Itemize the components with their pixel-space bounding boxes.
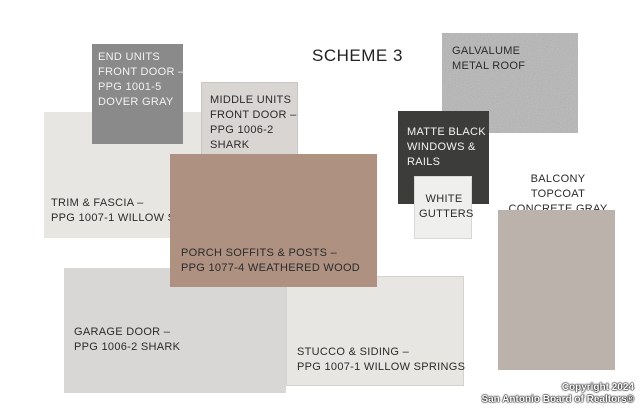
label-galvalume-roof: GALVALUME METAL ROOF: [452, 45, 526, 72]
swatch-white-gutters: [414, 176, 472, 239]
swatch-stucco-siding: [286, 276, 464, 386]
label-middle-units-door: MIDDLE UNITS FRONT DOOR – PPG 1006-2 SHA…: [210, 94, 297, 151]
label-matte-black: MATTE BLACK WINDOWS & RAILS: [407, 126, 486, 168]
label-porch-soffits: PORCH SOFFITS & POSTS – PPG 1077-4 WEATH…: [181, 247, 361, 274]
scheme-title: SCHEME 3: [312, 46, 403, 65]
swatch-end-units-door: [92, 44, 183, 144]
swatch-garage-door: [64, 268, 286, 393]
label-white-gutters: WHITE GUTTERS: [419, 193, 474, 220]
label-garage-door: GARAGE DOOR – PPG 1006-2 SHARK: [74, 326, 181, 353]
swatch-porch-soffits: [170, 154, 377, 287]
label-stucco-siding: STUCCO & SIDING – PPG 1007-1 WILLOW SPRI…: [297, 346, 466, 373]
copyright-watermark: Copyright 2024 San Antonio Board of Real…: [481, 382, 634, 405]
swatch-balcony-topcoat: [498, 210, 615, 370]
label-end-units-door: END UNITS FRONT DOOR – PPG 1001-5 DOVER …: [98, 51, 185, 108]
